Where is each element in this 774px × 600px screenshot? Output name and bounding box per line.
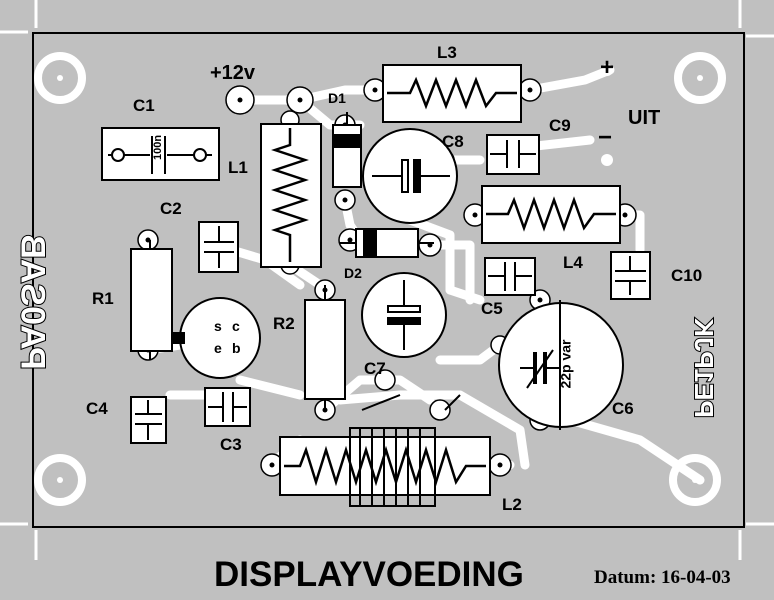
plus-sign: +	[600, 54, 615, 81]
registration-marks	[0, 0, 774, 560]
label-c10: C10	[671, 266, 703, 285]
transistor-pin-c: c	[232, 318, 240, 334]
label-d1: D1	[328, 90, 346, 106]
supply-voltage-label: +12v	[210, 62, 256, 84]
label-d2: D2	[344, 265, 362, 281]
capacitor-c1	[101, 127, 220, 181]
transistor-pin-b: b	[232, 340, 241, 356]
label-c3: C3	[220, 435, 242, 454]
label-c1: C1	[133, 96, 155, 115]
capacitor-c7	[361, 272, 447, 358]
minus-sign: −	[598, 124, 613, 151]
label-c4: C4	[86, 399, 108, 418]
label-c6: C6	[612, 399, 634, 418]
label-c2: C2	[160, 199, 182, 218]
capacitor-c5	[484, 257, 536, 296]
capacitor-c10	[610, 251, 651, 300]
label-c9: C9	[549, 116, 571, 135]
diode-d2	[340, 228, 434, 258]
mirrored-callsign-left: PA0SAB	[13, 233, 53, 370]
label-c1-value: 100n	[152, 134, 165, 161]
capacitor-c2	[198, 221, 239, 273]
label-l4: L4	[563, 253, 583, 272]
capacitor-c9	[486, 134, 540, 175]
label-c6-value: 22p var	[557, 339, 574, 389]
date-label: Datum: 16-04-03	[594, 567, 731, 588]
label-c5: C5	[481, 299, 503, 318]
output-label: UIT	[628, 107, 661, 129]
inductor-l2	[279, 394, 491, 507]
label-l3: L3	[437, 43, 457, 62]
transistor-pin-e: e	[214, 340, 222, 356]
label-r1: R1	[92, 289, 114, 308]
mounting-hole-centers	[601, 64, 613, 166]
mirrored-callsign-right: PE1PJK	[688, 317, 720, 419]
transistor-pin-s: s	[214, 318, 222, 334]
inductor-l3	[382, 64, 522, 123]
label-l2: L2	[502, 495, 522, 514]
resistor-r1	[130, 240, 173, 360]
capacitor-c4	[130, 396, 167, 444]
capacitor-c8	[362, 128, 458, 224]
diode-d1	[332, 112, 362, 188]
inductor-l1	[260, 123, 322, 268]
label-c8: C8	[442, 132, 464, 151]
label-r2: R2	[273, 314, 295, 333]
inductor-l4	[481, 185, 621, 244]
capacitor-c3	[204, 387, 251, 427]
board-title: DISPLAYVOEDING	[214, 555, 524, 594]
mounting-holes	[34, 52, 726, 506]
transistor	[173, 297, 261, 379]
label-l1: L1	[228, 158, 248, 177]
label-c7: C7	[364, 359, 386, 378]
capacitor-c6	[498, 300, 624, 430]
resistor-r2	[304, 285, 346, 412]
